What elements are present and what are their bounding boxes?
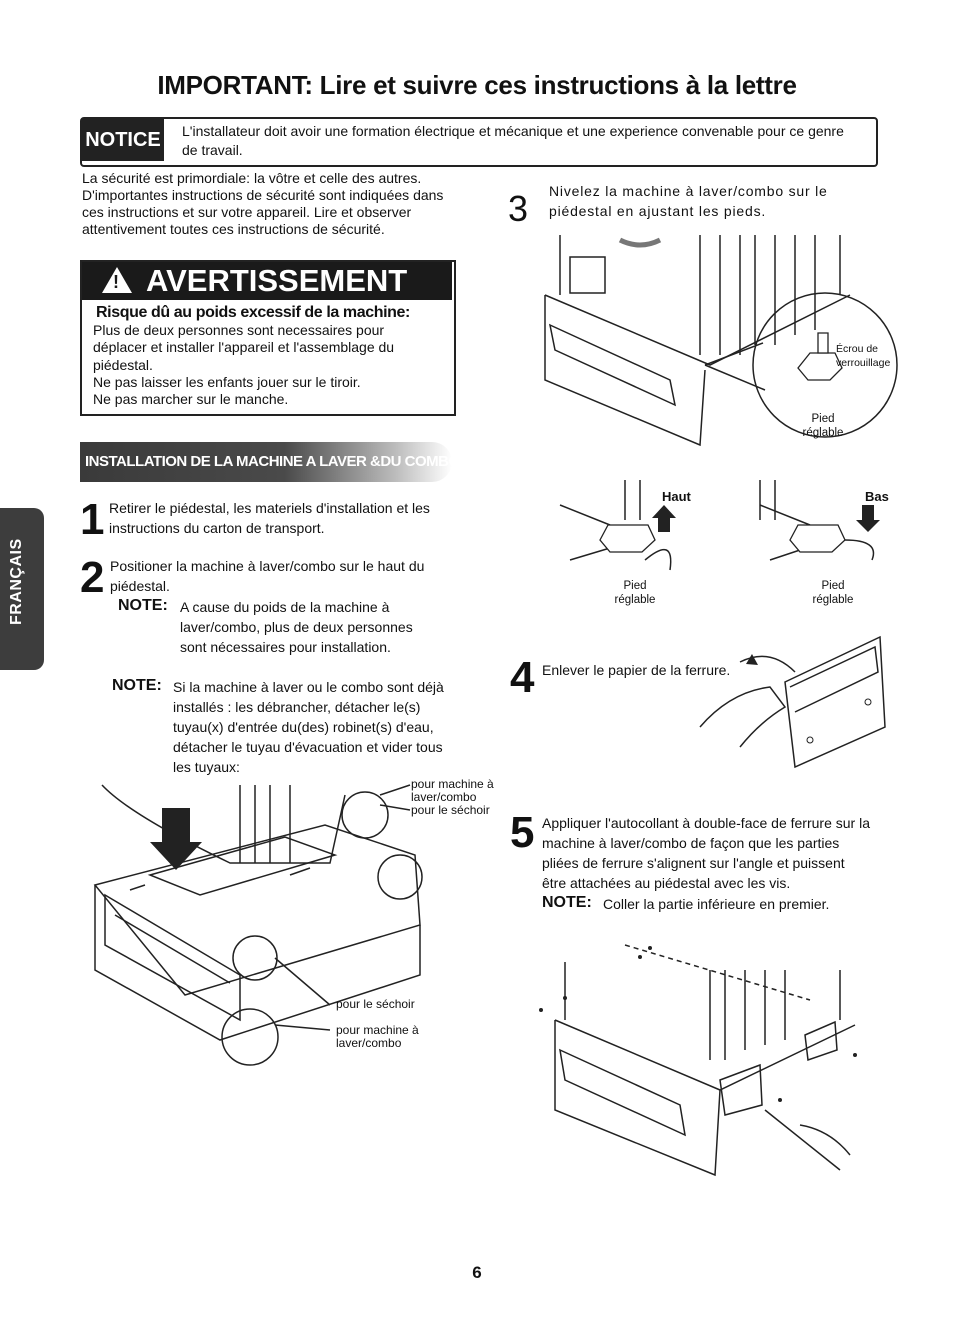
warning-line: piédestal. xyxy=(93,356,153,373)
warning-line: Ne pas marcher sur le manche. xyxy=(93,391,289,408)
page-title: IMPORTANT: Lire et suivre ces instructio… xyxy=(157,70,797,100)
step-4-text: Enlever le papier de la ferrure. xyxy=(542,662,731,678)
notice-box xyxy=(80,117,878,167)
step-1-number: 1 xyxy=(80,495,105,544)
warning-subheading: Risque dû au poids excessif de la machin… xyxy=(96,304,410,321)
language-tab-label: FRANÇAIS xyxy=(8,538,25,625)
safety-intro: La sécurité est primordiale: la vôtre et… xyxy=(82,170,444,237)
notice-text: L'installateur doit avoir une formation … xyxy=(182,123,844,158)
step-3-number: 3 xyxy=(508,188,529,229)
step-3-text: Nivelez la machine à laver/combo sur le … xyxy=(549,183,828,219)
foot-adjust-illustration xyxy=(559,480,880,571)
pedestal-illustration xyxy=(93,784,423,1066)
language-tab xyxy=(0,508,44,670)
down-label: Bas xyxy=(865,489,889,504)
step-4-number: 4 xyxy=(510,653,535,702)
warning-header: ! AVERTISSEMENT xyxy=(82,262,452,300)
step-2-note2-label: NOTE: xyxy=(112,677,162,694)
step-2-note-text: A cause du poids de la machine à laver/c… xyxy=(180,599,413,655)
step-2-note-label: NOTE: xyxy=(118,597,168,614)
step-5-note-label: NOTE: xyxy=(542,894,592,911)
mounting-illustration xyxy=(539,944,857,1177)
up-label: Haut xyxy=(662,489,691,504)
warning-line: déplacer et installer l'appareil et l'as… xyxy=(93,339,395,356)
warning-line: Ne pas laisser les enfants jouer sur le … xyxy=(93,373,361,390)
section-title: INSTALLATION DE LA MACHINE A LAVER &DU C… xyxy=(85,453,460,470)
dryer-label: pour le séchoir xyxy=(336,997,415,1011)
warning-body: Plus de deux personnes sont necessaires … xyxy=(93,322,443,408)
step-2-note2-text: Si la machine à laver ou le combo sont d… xyxy=(173,679,444,775)
step-2-text: Positioner la machine à laver/combo sur … xyxy=(110,558,425,594)
step-5-text: Appliquer l'autocollant à double-face de… xyxy=(542,815,870,891)
notice-label: NOTICE xyxy=(82,119,164,161)
warning-heading: AVERTISSEMENT xyxy=(146,263,408,298)
step-1-text: Retirer le piédestal, les materiels d'in… xyxy=(109,500,430,536)
step-5-note-text: Coller la partie inférieure en premier. xyxy=(603,896,830,912)
bracket-illustration xyxy=(699,635,886,769)
section-bar xyxy=(80,442,452,482)
warning-line: Plus de deux personnes sont necessaires … xyxy=(93,322,385,338)
page-number: 6 xyxy=(472,1263,482,1282)
warning-triangle-icon: ! xyxy=(102,266,132,293)
leveling-illustration xyxy=(544,235,898,447)
warning-box xyxy=(80,260,456,416)
step-2-number: 2 xyxy=(80,553,105,602)
step-5-number: 5 xyxy=(510,808,535,857)
